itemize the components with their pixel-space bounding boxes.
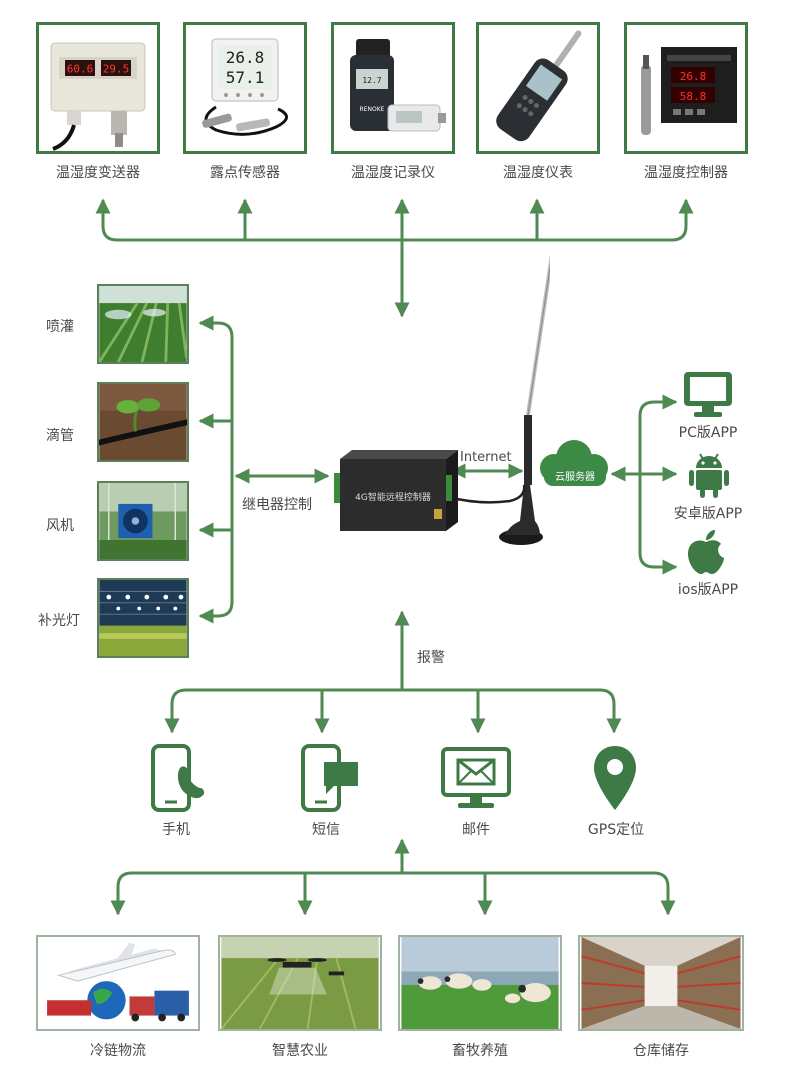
actuator-card-grow-light[interactable]	[97, 578, 189, 658]
dew-point-sensor-icon: 26.8 57.1	[202, 38, 288, 136]
cloud-label: 云服务器	[555, 470, 595, 483]
alert-bus-line	[164, 688, 622, 734]
alert-label-gps: GPS定位	[587, 822, 645, 838]
dew-humid-readout: 57.1	[226, 68, 265, 87]
handheld-meter-icon	[496, 30, 582, 142]
app-label-pc[interactable]: PC版APP	[678, 425, 738, 441]
sensor-label-handheld-meter: 温湿度仪表	[503, 165, 573, 181]
actuator-label-grow-light: 补光灯	[38, 613, 80, 629]
actuator-card-drip[interactable]	[97, 382, 189, 462]
svg-text:26.8: 26.8	[680, 70, 707, 83]
actuator-label-fan: 风机	[46, 518, 74, 534]
application-label-livestock: 畜牧养殖	[452, 1043, 508, 1059]
transmitter-humid-readout: 29.5	[103, 63, 130, 76]
alert-label-email: 邮件	[462, 822, 490, 838]
alert-label-sms: 短信	[312, 822, 340, 838]
sensor-label-transmitter: 温湿度变送器	[56, 165, 140, 181]
app-label-android[interactable]: 安卓版APP	[673, 506, 743, 522]
svg-text:12.7: 12.7	[362, 76, 381, 85]
sensor-label-dew-point: 露点传感器	[210, 165, 280, 181]
gateway-device[interactable]: 4G智能远程控制器	[330, 235, 550, 555]
sensor-card-controller[interactable]: 26.8 58.8	[624, 22, 748, 154]
sensor-card-transmitter[interactable]: 60.6 29.5	[36, 22, 160, 154]
app-label-ios[interactable]: ios版APP	[677, 582, 739, 598]
app-bus-line	[638, 394, 678, 575]
apple-icon	[688, 530, 724, 574]
alert-label-phone: 手机	[162, 822, 190, 838]
smart-agriculture-photo	[220, 937, 379, 1029]
transmitter-temp-readout: 60.6	[67, 63, 94, 76]
cloud-icon	[540, 440, 608, 486]
livestock-photo	[401, 937, 559, 1029]
monitor-icon	[684, 372, 732, 417]
sensor-card-data-logger[interactable]: 12.7 RENOKE	[331, 22, 455, 154]
sensor-card-dew-point[interactable]: 26.8 57.1	[183, 22, 307, 154]
phone-call-icon	[151, 744, 205, 812]
application-label-warehouse: 仓库储存	[633, 1043, 689, 1059]
warehouse-photo	[581, 937, 741, 1029]
transmitter-icon: 60.6 29.5	[50, 42, 146, 151]
actuator-label-sprinkler: 喷灌	[46, 319, 74, 335]
data-logger-icon: 12.7 RENOKE	[350, 39, 446, 132]
cold-chain-photo	[39, 937, 197, 1029]
sensor-bus-line	[95, 198, 694, 242]
grow-light-photo	[99, 580, 187, 656]
internet-label: Internet	[460, 450, 512, 465]
actuator-card-fan[interactable]	[97, 481, 189, 561]
cloud-server[interactable]: 云服务器	[530, 438, 616, 494]
sprinkler-photo	[99, 286, 187, 362]
application-card-livestock[interactable]	[398, 935, 562, 1031]
logger-brand: RENOKE	[360, 106, 385, 113]
application-card-cold-chain[interactable]	[36, 935, 200, 1031]
antenna-icon	[526, 254, 550, 416]
email-icon	[441, 747, 511, 808]
svg-text:58.8: 58.8	[680, 90, 707, 103]
gps-pin-icon	[594, 746, 636, 810]
application-label-smart-agriculture: 智慧农业	[272, 1043, 328, 1059]
gateway-label: 4G智能远程控制器	[355, 491, 431, 503]
fan-photo	[99, 483, 187, 559]
controller-icon: 26.8 58.8	[641, 47, 737, 135]
application-label-cold-chain: 冷链物流	[90, 1043, 146, 1059]
sensor-label-data-logger: 温湿度记录仪	[351, 165, 435, 181]
sensor-label-controller: 温湿度控制器	[644, 165, 728, 181]
application-card-smart-agriculture[interactable]	[218, 935, 382, 1031]
alarm-label: 报警	[417, 650, 445, 666]
relay-control-label: 继电器控制	[242, 497, 312, 513]
sms-icon	[301, 744, 358, 812]
application-card-warehouse[interactable]	[578, 935, 744, 1031]
application-bus-line	[110, 871, 676, 916]
android-icon	[689, 453, 729, 498]
actuator-label-drip: 滴管	[46, 428, 74, 444]
actuator-card-sprinkler[interactable]	[97, 284, 189, 364]
dew-temp-readout: 26.8	[226, 48, 265, 67]
sensor-card-handheld-meter[interactable]	[476, 22, 600, 154]
drip-irrigation-photo	[99, 384, 187, 460]
actuator-bus-line	[198, 315, 234, 624]
